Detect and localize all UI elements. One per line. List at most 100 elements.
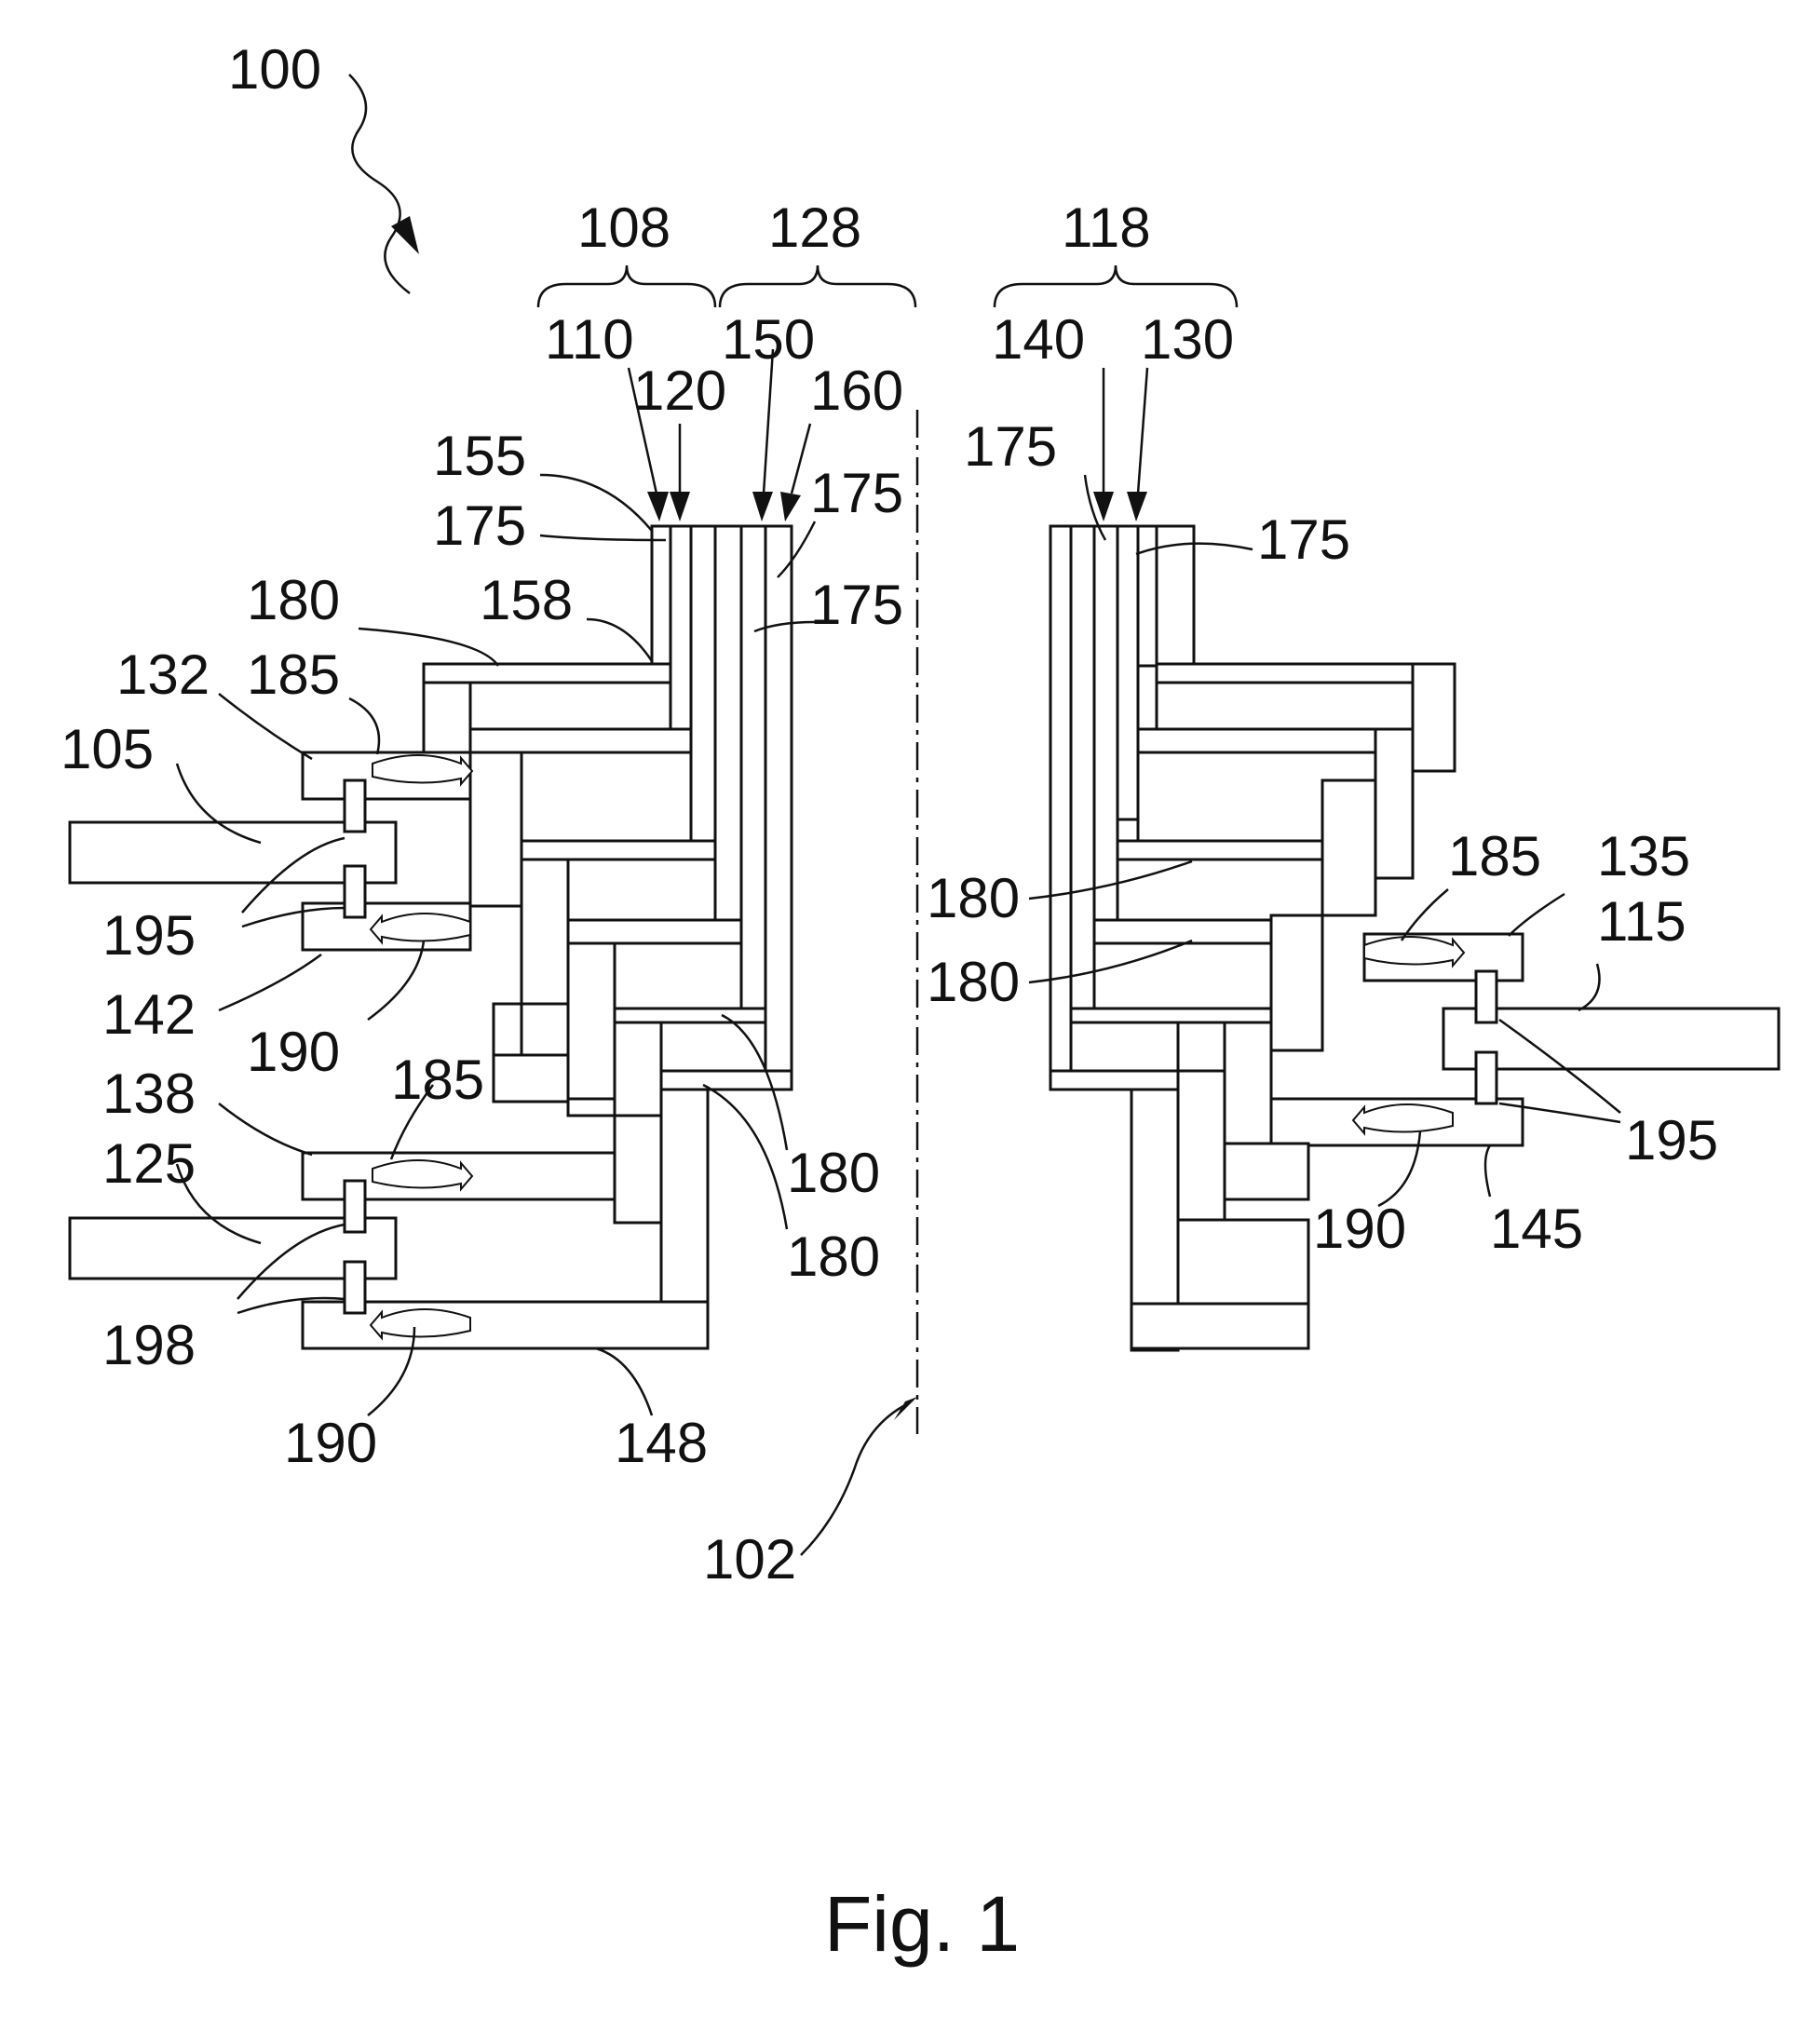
flange-8 [613, 941, 743, 1010]
leader-195-a2 [241, 906, 345, 928]
leader-105 [175, 763, 262, 845]
r-step-1 [1223, 1142, 1310, 1201]
label-180-e: 180 [787, 1225, 880, 1288]
label-180-c: 180 [927, 951, 1020, 1013]
r-flange-8 [1092, 941, 1273, 1010]
label-142: 142 [102, 983, 196, 1046]
leader-175-b [777, 521, 817, 578]
label-160: 160 [810, 359, 903, 422]
rotation-arrow-190-right [1351, 1103, 1454, 1136]
label-185-c: 185 [1448, 825, 1541, 887]
label-138: 138 [102, 1063, 196, 1125]
brace-118 [993, 264, 1239, 308]
rotation-arrow-190-left-b [369, 1308, 471, 1341]
label-135: 135 [1597, 825, 1690, 887]
hub-b [468, 751, 523, 908]
label-185-a: 185 [247, 643, 340, 706]
leader-180-d [721, 1013, 789, 1151]
leader-115 [1578, 963, 1601, 1012]
label-108: 108 [577, 196, 670, 259]
label-190-b: 190 [284, 1412, 377, 1474]
label-150: 150 [722, 308, 815, 371]
arrowhead-140 [1093, 492, 1114, 521]
leader-198b [237, 1296, 345, 1315]
r-shaft-a [1116, 524, 1140, 821]
label-180-b: 180 [927, 867, 1020, 929]
step-block-2 [492, 1053, 570, 1103]
label-195-a: 195 [102, 904, 196, 967]
r-flange-9 [1069, 1007, 1273, 1024]
arrowhead-130 [1127, 492, 1147, 521]
r-hub-a [1411, 662, 1456, 773]
r-hub-c [1321, 778, 1377, 917]
flange-6 [566, 858, 717, 922]
label-180-a: 180 [247, 569, 340, 631]
leader-190-c [1377, 1130, 1422, 1208]
hub-148 [659, 1088, 710, 1304]
label-148: 148 [615, 1412, 708, 1474]
label-132: 132 [116, 643, 210, 706]
squiggle-100 [348, 74, 411, 294]
label-115: 115 [1597, 890, 1686, 953]
r-flange-10 [1069, 1021, 1180, 1073]
r-flange-1 [1155, 662, 1456, 684]
figure-caption: Fig. 1 [824, 1880, 1020, 1968]
leader-142 [218, 953, 322, 1012]
leader-185-b [389, 1084, 435, 1160]
rotation-arrow-185-right [1363, 936, 1466, 968]
label-175-c: 175 [810, 574, 903, 636]
brace-108 [536, 264, 717, 308]
label-118: 118 [1062, 196, 1151, 259]
shaft-110 [669, 524, 693, 733]
label-145: 145 [1490, 1198, 1583, 1260]
label-180-d: 180 [787, 1142, 880, 1204]
leader-148 [595, 1347, 654, 1416]
r-shaft-c [1155, 524, 1196, 668]
r-hub-e [1223, 1021, 1273, 1145]
rotation-arrows [369, 754, 1466, 1341]
leader-180-b [1028, 860, 1193, 900]
leader-180-e [702, 1083, 789, 1230]
arrowhead-120 [670, 492, 690, 521]
arrowhead-100 [391, 216, 419, 254]
leader-175-c [753, 620, 816, 633]
leader-175-d [1083, 474, 1107, 541]
leader-195-b2 [1498, 1102, 1621, 1124]
label-185-b: 185 [391, 1049, 484, 1111]
label-158: 158 [480, 569, 573, 631]
leader-190-a [367, 940, 426, 1022]
flange-4 [520, 751, 693, 843]
label-175-b: 175 [810, 462, 903, 524]
r-hub-f [1176, 1069, 1226, 1222]
label-190-a: 190 [247, 1021, 340, 1083]
label-175-a: 175 [433, 494, 526, 557]
rotation-arrow-185-left-b [372, 1159, 474, 1192]
leader-195-b [1498, 1018, 1621, 1114]
r-shaft-outer [1049, 524, 1073, 1082]
leader-155 [539, 473, 653, 532]
leader-190-b [367, 1326, 416, 1416]
leader-180-a [358, 627, 500, 667]
leader-195-a [241, 836, 345, 914]
leader-185-c [1400, 888, 1449, 941]
flange-1 [422, 662, 672, 684]
shaft-155 [650, 524, 672, 668]
clutch-195-r-lower [1474, 1050, 1498, 1105]
leader-135 [1508, 892, 1565, 937]
leader-185-a [348, 697, 381, 755]
hub-138 [613, 1114, 663, 1225]
leader-125 [175, 1163, 262, 1245]
braces [536, 264, 1239, 308]
r-step-3 [1130, 1302, 1310, 1350]
r-shaft-130 [1092, 524, 1119, 966]
leader-175-a [539, 534, 667, 542]
r-flange-6 [1116, 858, 1324, 922]
shaft-115 [1442, 1007, 1781, 1071]
label-105: 105 [61, 718, 154, 780]
leader-198 [237, 1223, 345, 1300]
arrowhead-150 [752, 492, 773, 521]
clutch-195-upper [343, 778, 367, 833]
left-shaft-assembly [68, 524, 793, 1350]
rotation-arrow-185-left [372, 754, 474, 787]
